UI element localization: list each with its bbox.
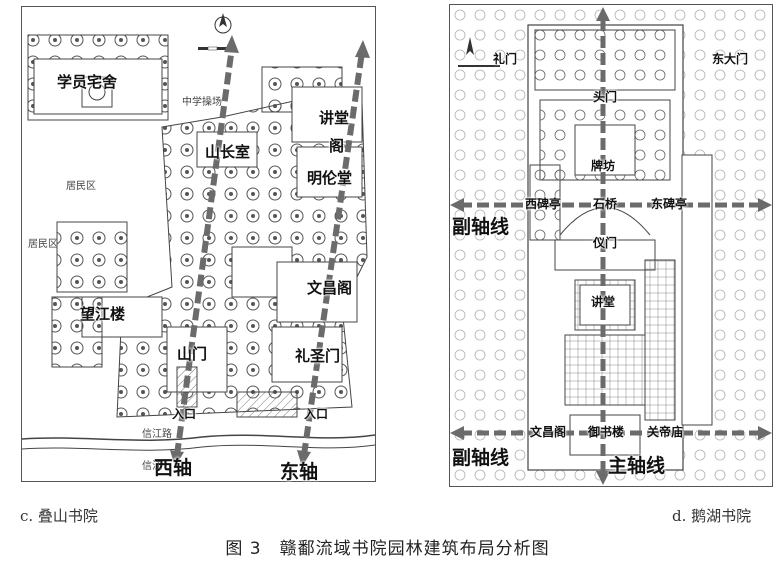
label-east-axis: 东轴 — [280, 461, 319, 483]
central-complex — [81, 66, 368, 418]
north-arrow-icon — [458, 37, 500, 67]
label-dorm: 学员宅舍 — [57, 73, 118, 91]
caption-d: d. 鹅湖书院 — [672, 507, 752, 525]
side-axis-top-arrow — [450, 198, 772, 212]
label-entrance-left: 入口 — [172, 407, 197, 421]
label-side-axis-bottom: 副轴线 — [452, 447, 510, 469]
label-east-gate: 东大门 — [712, 52, 749, 66]
label-toumen: 头门 — [593, 90, 618, 104]
label-shanchang: 山长室 — [205, 143, 251, 161]
dorm-block — [27, 34, 169, 121]
label-west-pavilion: 西碑亭 — [525, 197, 562, 211]
label-limen: 礼门 — [493, 52, 518, 66]
label-road: 信江路 — [142, 429, 172, 440]
label-jiangtang-d: 讲堂 — [591, 295, 616, 309]
label-entrance-right: 入口 — [304, 407, 329, 421]
label-east-pavilion: 东碑亭 — [651, 197, 688, 211]
label-west-axis: 西轴 — [154, 457, 193, 479]
label-yushu: 御书楼 — [588, 425, 625, 439]
east-axis-arrow — [297, 40, 370, 467]
main-axis-arrow — [596, 7, 610, 485]
scale-bar — [198, 46, 233, 51]
label-lishengmen: 礼圣门 — [295, 347, 341, 365]
label-shenglun: 明伦堂 — [307, 169, 353, 187]
panel-d-ehu-academy-plan: 礼门 东大门 头门 牌坊 西碑亭 石桥 东碑亭 仪门 讲堂 文昌阁 御书楼 关帝… — [449, 4, 773, 487]
side-axis-bottom-arrow — [450, 426, 772, 440]
west-garden — [56, 221, 128, 293]
label-jiangtang-c: 讲堂 — [319, 109, 350, 127]
label-river: 信江 — [142, 461, 162, 472]
plan-d-drawing — [450, 5, 772, 486]
north-arrow-icon — [214, 13, 232, 34]
label-wenchang-d: 文昌阁 — [530, 425, 567, 439]
label-main-axis: 主轴线 — [608, 455, 666, 477]
west-axis-arrow — [170, 35, 239, 467]
label-shanmen: 山门 — [177, 345, 208, 363]
label-wenchang-c: 文昌阁 — [307, 279, 353, 297]
riverbank-line-2 — [22, 444, 375, 451]
riverbank-line — [22, 434, 375, 441]
label-side-axis-top: 副轴线 — [452, 216, 510, 238]
label-school: 中学操场 — [182, 97, 222, 108]
label-stone-bridge: 石桥 — [593, 197, 618, 211]
southwest-garden — [51, 296, 103, 368]
label-yimen: 仪门 — [593, 236, 618, 250]
label-residential-1: 居民区 — [66, 181, 96, 192]
label-guandi: 关帝庙 — [647, 425, 684, 439]
plan-c-drawing — [22, 13, 375, 467]
panel-c-diexhan-academy-plan: 学员宅舍 山长室 讲堂 阁 明伦堂 文昌阁 望江楼 山门 礼圣门 入口 入口 西… — [21, 6, 376, 483]
figure-caption: 图 3 赣鄱流域书院园林建筑布局分析图 — [225, 539, 550, 559]
label-ge: 阁 — [329, 137, 345, 155]
label-paifang: 牌坊 — [591, 159, 616, 173]
label-wangjiang: 望江楼 — [80, 305, 126, 323]
caption-c: c. 叠山书院 — [20, 507, 98, 525]
label-residential-2: 居民区 — [28, 239, 58, 250]
